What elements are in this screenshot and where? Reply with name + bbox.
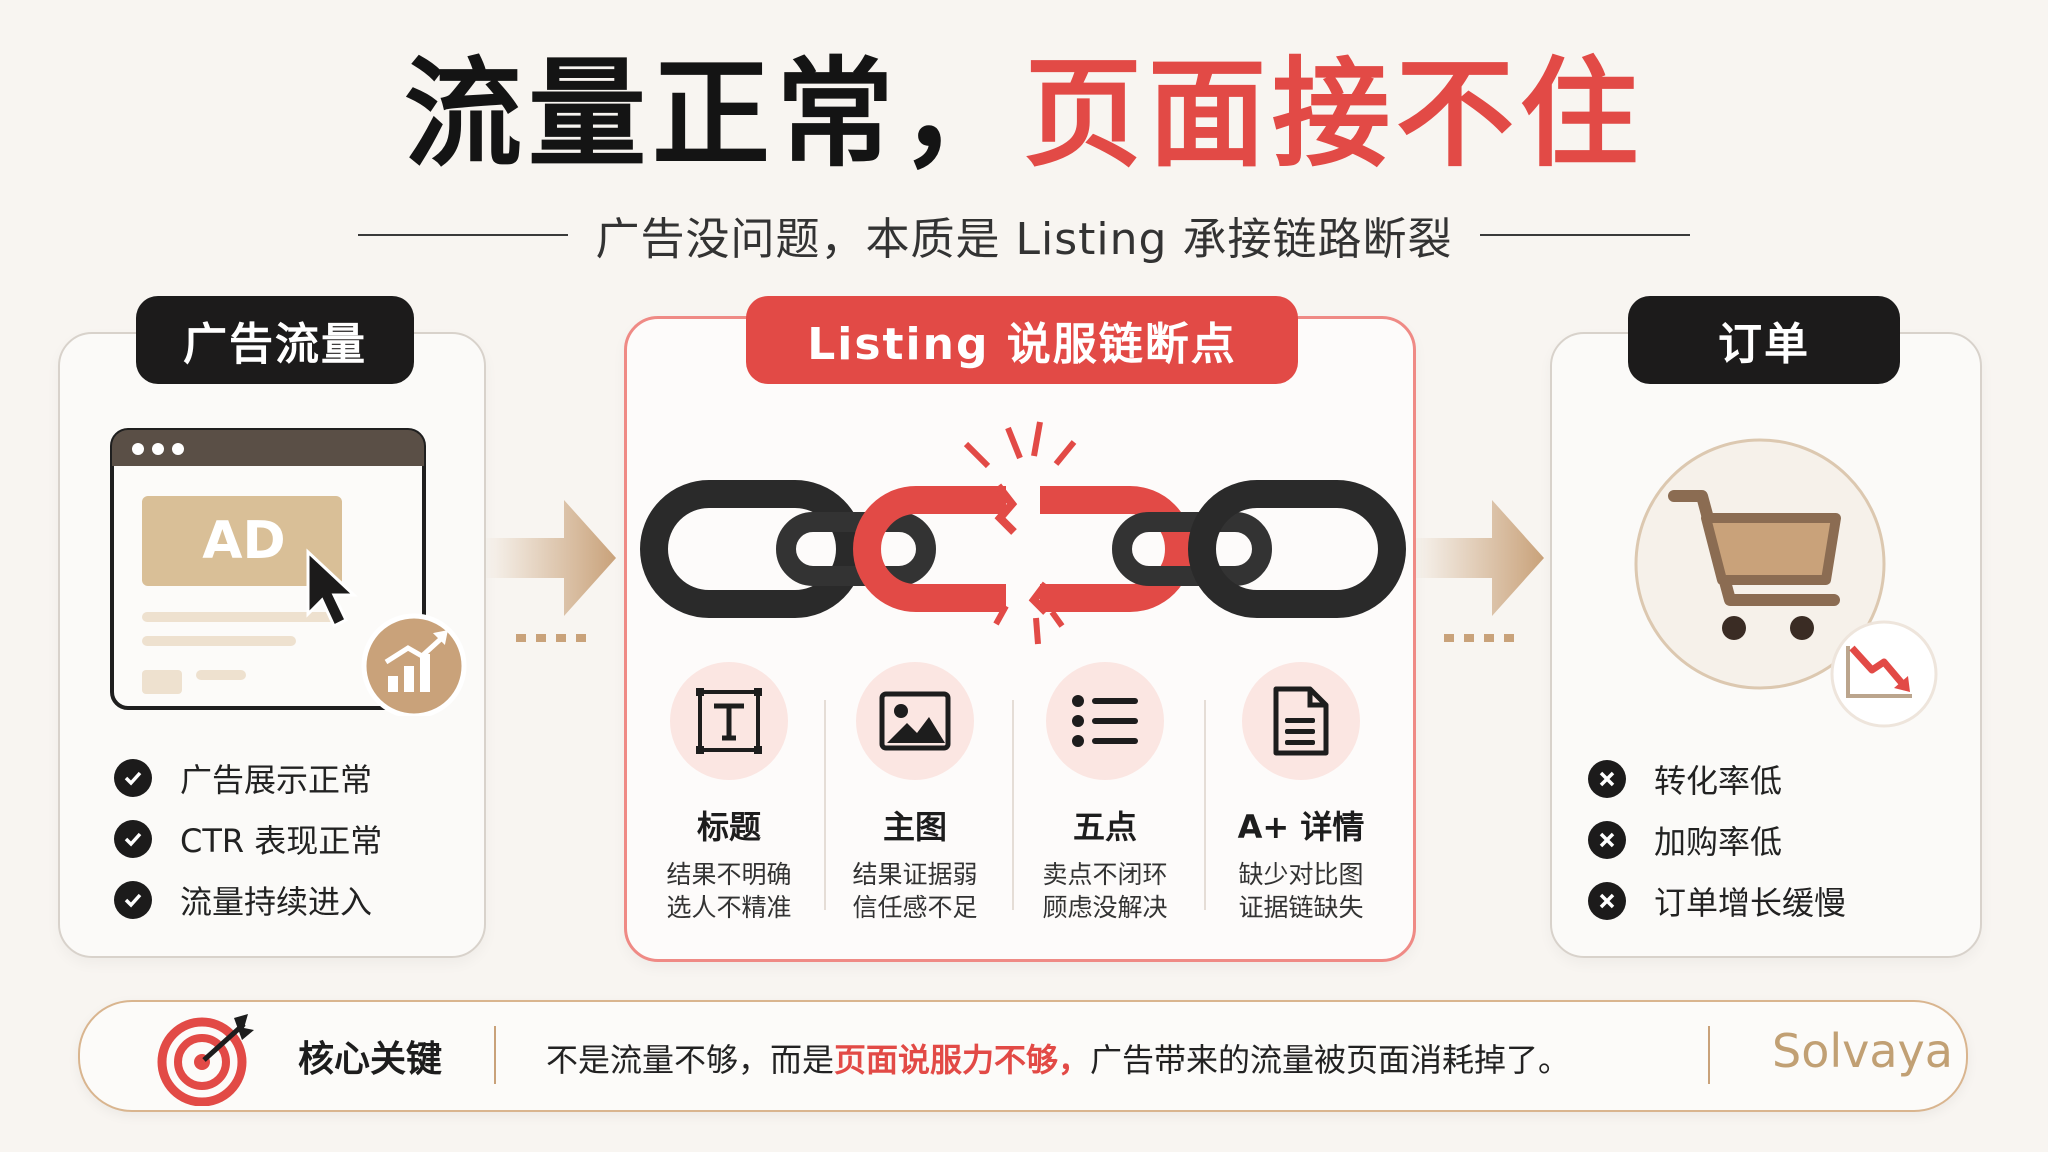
x-icon — [1588, 821, 1626, 859]
image-icon — [856, 662, 974, 780]
feature-desc: 卖点不闭环顾虑没解决 — [1042, 860, 1168, 922]
check-icon — [114, 759, 152, 797]
bar-divider — [1708, 1026, 1710, 1084]
feature-divider — [1204, 700, 1206, 910]
main-title: 流量正常，页面接不住 — [0, 44, 2048, 184]
check-item-label: 广告展示正常 — [180, 761, 373, 799]
orders-label: 订单 — [1628, 296, 1900, 384]
target-icon — [157, 1014, 254, 1106]
issue-item-label: 转化率低 — [1654, 762, 1783, 800]
check-icon — [114, 881, 152, 919]
x-icon — [1588, 882, 1626, 920]
core-key-bar — [78, 1000, 1968, 1112]
feature-desc: 结果证据弱信任感不足 — [852, 860, 978, 922]
issue-item: 订单增长缓慢 — [1588, 878, 1846, 924]
bullet-list-icon — [1046, 662, 1164, 780]
core-key-label: 核心关键 — [298, 1039, 443, 1080]
subtitle-line-right — [1480, 234, 1691, 236]
issue-item: 加购率低 — [1588, 817, 1782, 863]
listing-breakpoint-card — [624, 316, 1416, 962]
feature-name: 主图 — [882, 808, 947, 846]
ad-traffic-label: 广告流量 — [136, 296, 414, 384]
listing-breakpoint-label: Listing 说服链断点 — [746, 296, 1298, 384]
feature-name: 五点 — [1072, 808, 1137, 846]
cart-decline-illustration — [1634, 438, 1938, 728]
feature-aplus: A+ 详情 缺少对比图证据链缺失 — [1206, 662, 1396, 924]
bar-divider — [494, 1026, 496, 1084]
feature-name: 标题 — [696, 808, 761, 846]
flow-arrow-left-icon — [484, 500, 616, 642]
browser-ad-illustration — [110, 428, 467, 716]
feature-name: A+ 详情 — [1237, 808, 1365, 846]
title-part-normal: 流量正常， — [403, 45, 1024, 183]
flow-arrow-right-icon — [1412, 500, 1544, 642]
check-item: 广告展示正常 — [114, 755, 372, 801]
subtitle-row: 广告没问题，本质是 Listing 承接链路断裂 — [0, 205, 2048, 265]
document-icon — [1242, 662, 1360, 780]
title-part-highlight: 页面接不住 — [1024, 45, 1645, 183]
brand-logo: Solvaya — [1772, 1024, 1953, 1078]
x-icon — [1588, 760, 1626, 798]
check-item-label: 流量持续进入 — [180, 883, 373, 921]
issue-item-label: 加购率低 — [1654, 823, 1783, 861]
feature-desc: 结果不明确选人不精准 — [666, 860, 792, 922]
feature-desc: 缺少对比图证据链缺失 — [1238, 860, 1364, 922]
subtitle-line-left — [357, 234, 568, 236]
check-item: CTR 表现正常 — [114, 816, 382, 862]
ad-text: AD — [202, 511, 286, 571]
feature-bullets: 五点 卖点不闭环顾虑没解决 — [1010, 662, 1200, 924]
subtitle: 广告没问题，本质是 Listing 承接链路断裂 — [595, 214, 1453, 265]
feature-divider — [824, 700, 826, 910]
check-item-label: CTR 表现正常 — [180, 822, 383, 860]
issue-item: 转化率低 — [1588, 756, 1782, 802]
feature-divider — [1012, 700, 1014, 910]
check-icon — [114, 820, 152, 858]
broken-chain-icon — [640, 421, 1406, 645]
text-title-icon — [670, 662, 788, 780]
feature-main-image: 主图 结果证据弱信任感不足 — [820, 662, 1010, 924]
issue-item-label: 订单增长缓慢 — [1654, 884, 1847, 922]
feature-title: 标题 结果不明确选人不精准 — [634, 662, 824, 924]
core-key-statement: 不是流量不够，而是页面说服力不够，广告带来的流量被页面消耗掉了。 — [546, 1041, 1571, 1079]
check-item: 流量持续进入 — [114, 877, 372, 923]
